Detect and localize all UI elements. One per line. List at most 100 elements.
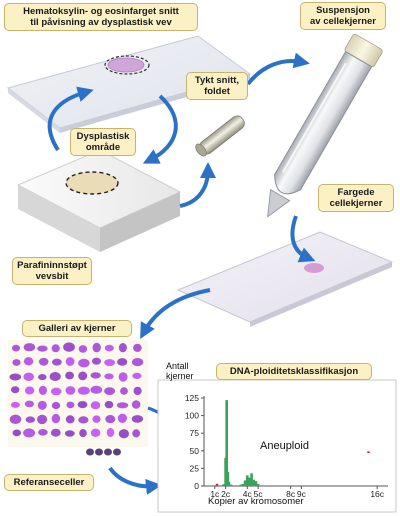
- label-block-line1: Parafininnstøpt: [17, 260, 87, 271]
- nucleus-cell: [131, 358, 144, 367]
- nucleus-cell: [120, 387, 128, 395]
- nucleus-cell: [9, 373, 22, 381]
- nucleus-cell: [133, 386, 142, 396]
- nucleus-cell: [12, 429, 22, 437]
- nucleus-cell: [51, 413, 61, 424]
- chart-xlabel: Kopier av kromosomer: [208, 496, 304, 507]
- chart-ylabel-line2: kjerner: [166, 371, 194, 381]
- nucleus-cell: [64, 430, 75, 437]
- y-tick-label: 25: [190, 463, 200, 473]
- histogram-bar: [227, 481, 231, 486]
- nucleus-cell: [117, 358, 128, 366]
- label-he-slide: Hematoksylin- og eosinfarget snitt til p…: [4, 3, 198, 31]
- nucleus-cell: [63, 342, 75, 352]
- nucleus-cell: [79, 429, 87, 438]
- nucleus-cell: [50, 387, 62, 396]
- x-tick-label: 9c: [297, 489, 307, 499]
- nucleus-cell: [37, 400, 47, 410]
- label-suspension-line1: Suspensjon: [316, 5, 370, 16]
- histogram-bar: [229, 484, 233, 486]
- histogram-bar: [243, 480, 247, 486]
- label-reference-text: Referanseceller: [13, 477, 85, 488]
- outlier-point: [367, 451, 370, 453]
- x-tick-label: 4c: [243, 489, 253, 499]
- he-tissue-spot: [107, 57, 145, 73]
- nucleus-cell: [78, 371, 88, 381]
- nucleus-cell: [10, 401, 20, 408]
- nucleus-cell: [78, 345, 88, 353]
- nucleus-cell: [104, 400, 114, 409]
- reference-cell-dots: [86, 448, 121, 456]
- histogram-bar: [250, 473, 253, 486]
- nucleus-cell: [78, 416, 89, 424]
- x-tick-label: 2c: [221, 489, 231, 499]
- label-he-slide-line1: Hematoksylin- og eosinfarget snitt: [23, 6, 179, 17]
- folded-section-roll: [195, 115, 245, 157]
- histogram-bar: [226, 471, 230, 486]
- nucleus-cell: [118, 372, 128, 382]
- nucleus-cell: [38, 429, 48, 436]
- nucleus-cell: [132, 372, 142, 379]
- label-dna-title-text: DNA-ploiditetsklassifikasjon: [229, 366, 359, 377]
- x-tick-label: 8c: [286, 489, 296, 499]
- histogram-bar: [256, 483, 260, 486]
- nucleus-cell: [118, 343, 127, 353]
- nucleus-cell: [37, 414, 48, 425]
- nucleus-cell: [117, 413, 127, 423]
- nucleus-cell: [65, 357, 75, 366]
- arrow-block-to-slide: [47, 86, 94, 152]
- stained-nuclei-spot: [304, 263, 324, 273]
- x-tick-label: 16c: [370, 489, 384, 499]
- nucleus-cell: [90, 385, 103, 394]
- label-gallery: Galleri av kjerner: [22, 320, 132, 337]
- y-tick-label: 50: [190, 446, 200, 456]
- nucleus-cell: [50, 428, 61, 437]
- label-reference-cells: Referanseceller: [4, 474, 94, 491]
- nucleus-cell: [38, 385, 48, 395]
- label-suspension: Suspensjon av cellekjerner: [300, 2, 386, 30]
- nucleus-cell: [65, 386, 76, 395]
- histogram-bar: [239, 484, 243, 486]
- nucleus-cell: [25, 386, 35, 395]
- arrow-block-to-section: [179, 162, 216, 208]
- nucleus-cell: [90, 372, 101, 379]
- chart-ylabel: Antall kjerner: [166, 361, 194, 381]
- nucleus-cell: [12, 359, 21, 366]
- nucleus-cell: [132, 429, 141, 438]
- arrow-section-to-tube: [246, 52, 310, 86]
- nucleus-cell: [49, 372, 61, 381]
- nucleus-cell: [23, 357, 34, 366]
- nucleus-cell: [24, 400, 35, 408]
- arrow-slide-to-block: [142, 94, 178, 164]
- dysplastic-area-marker: [65, 171, 119, 195]
- histogram-bar: [241, 483, 245, 486]
- nucleus-cell: [133, 343, 142, 352]
- paraffin-block: [16, 149, 182, 252]
- nucleus-cell: [92, 342, 101, 353]
- nuclei-cells: [9, 342, 144, 439]
- chart-ylabel-line1: Antall: [166, 361, 189, 371]
- histogram-bar: [246, 475, 249, 486]
- nucleus-cell: [23, 428, 36, 438]
- nucleus-cell: [116, 402, 129, 409]
- arrow-slide-to-gallery: [140, 288, 211, 340]
- label-stained-nuclei: Fargede cellekjerner: [318, 184, 394, 212]
- arrow-reference-to-chart: [108, 466, 162, 495]
- nucleus-cell: [90, 428, 101, 437]
- label-section-line1: Tykt snitt,: [194, 75, 240, 86]
- nucleus-cell: [23, 372, 34, 381]
- x-tick-label: 1c: [210, 489, 220, 499]
- nucleus-cell: [105, 415, 116, 424]
- label-paraffin-block: Parafininnstøpt vevsbit: [12, 257, 92, 285]
- label-suspension-line2: av cellekjerner: [309, 16, 377, 27]
- nucleus-cell: [104, 359, 115, 367]
- nucleus-cell: [90, 401, 101, 410]
- test-tube: [267, 34, 383, 218]
- histogram-bar: [235, 485, 238, 486]
- label-block-line2: vevsbit: [35, 271, 69, 282]
- nucleus-cell: [66, 401, 75, 409]
- label-he-slide-line2: til påvisning av dysplastisk vev: [30, 17, 172, 28]
- nucleus-cell: [51, 401, 61, 410]
- nucleus-cell: [104, 344, 114, 352]
